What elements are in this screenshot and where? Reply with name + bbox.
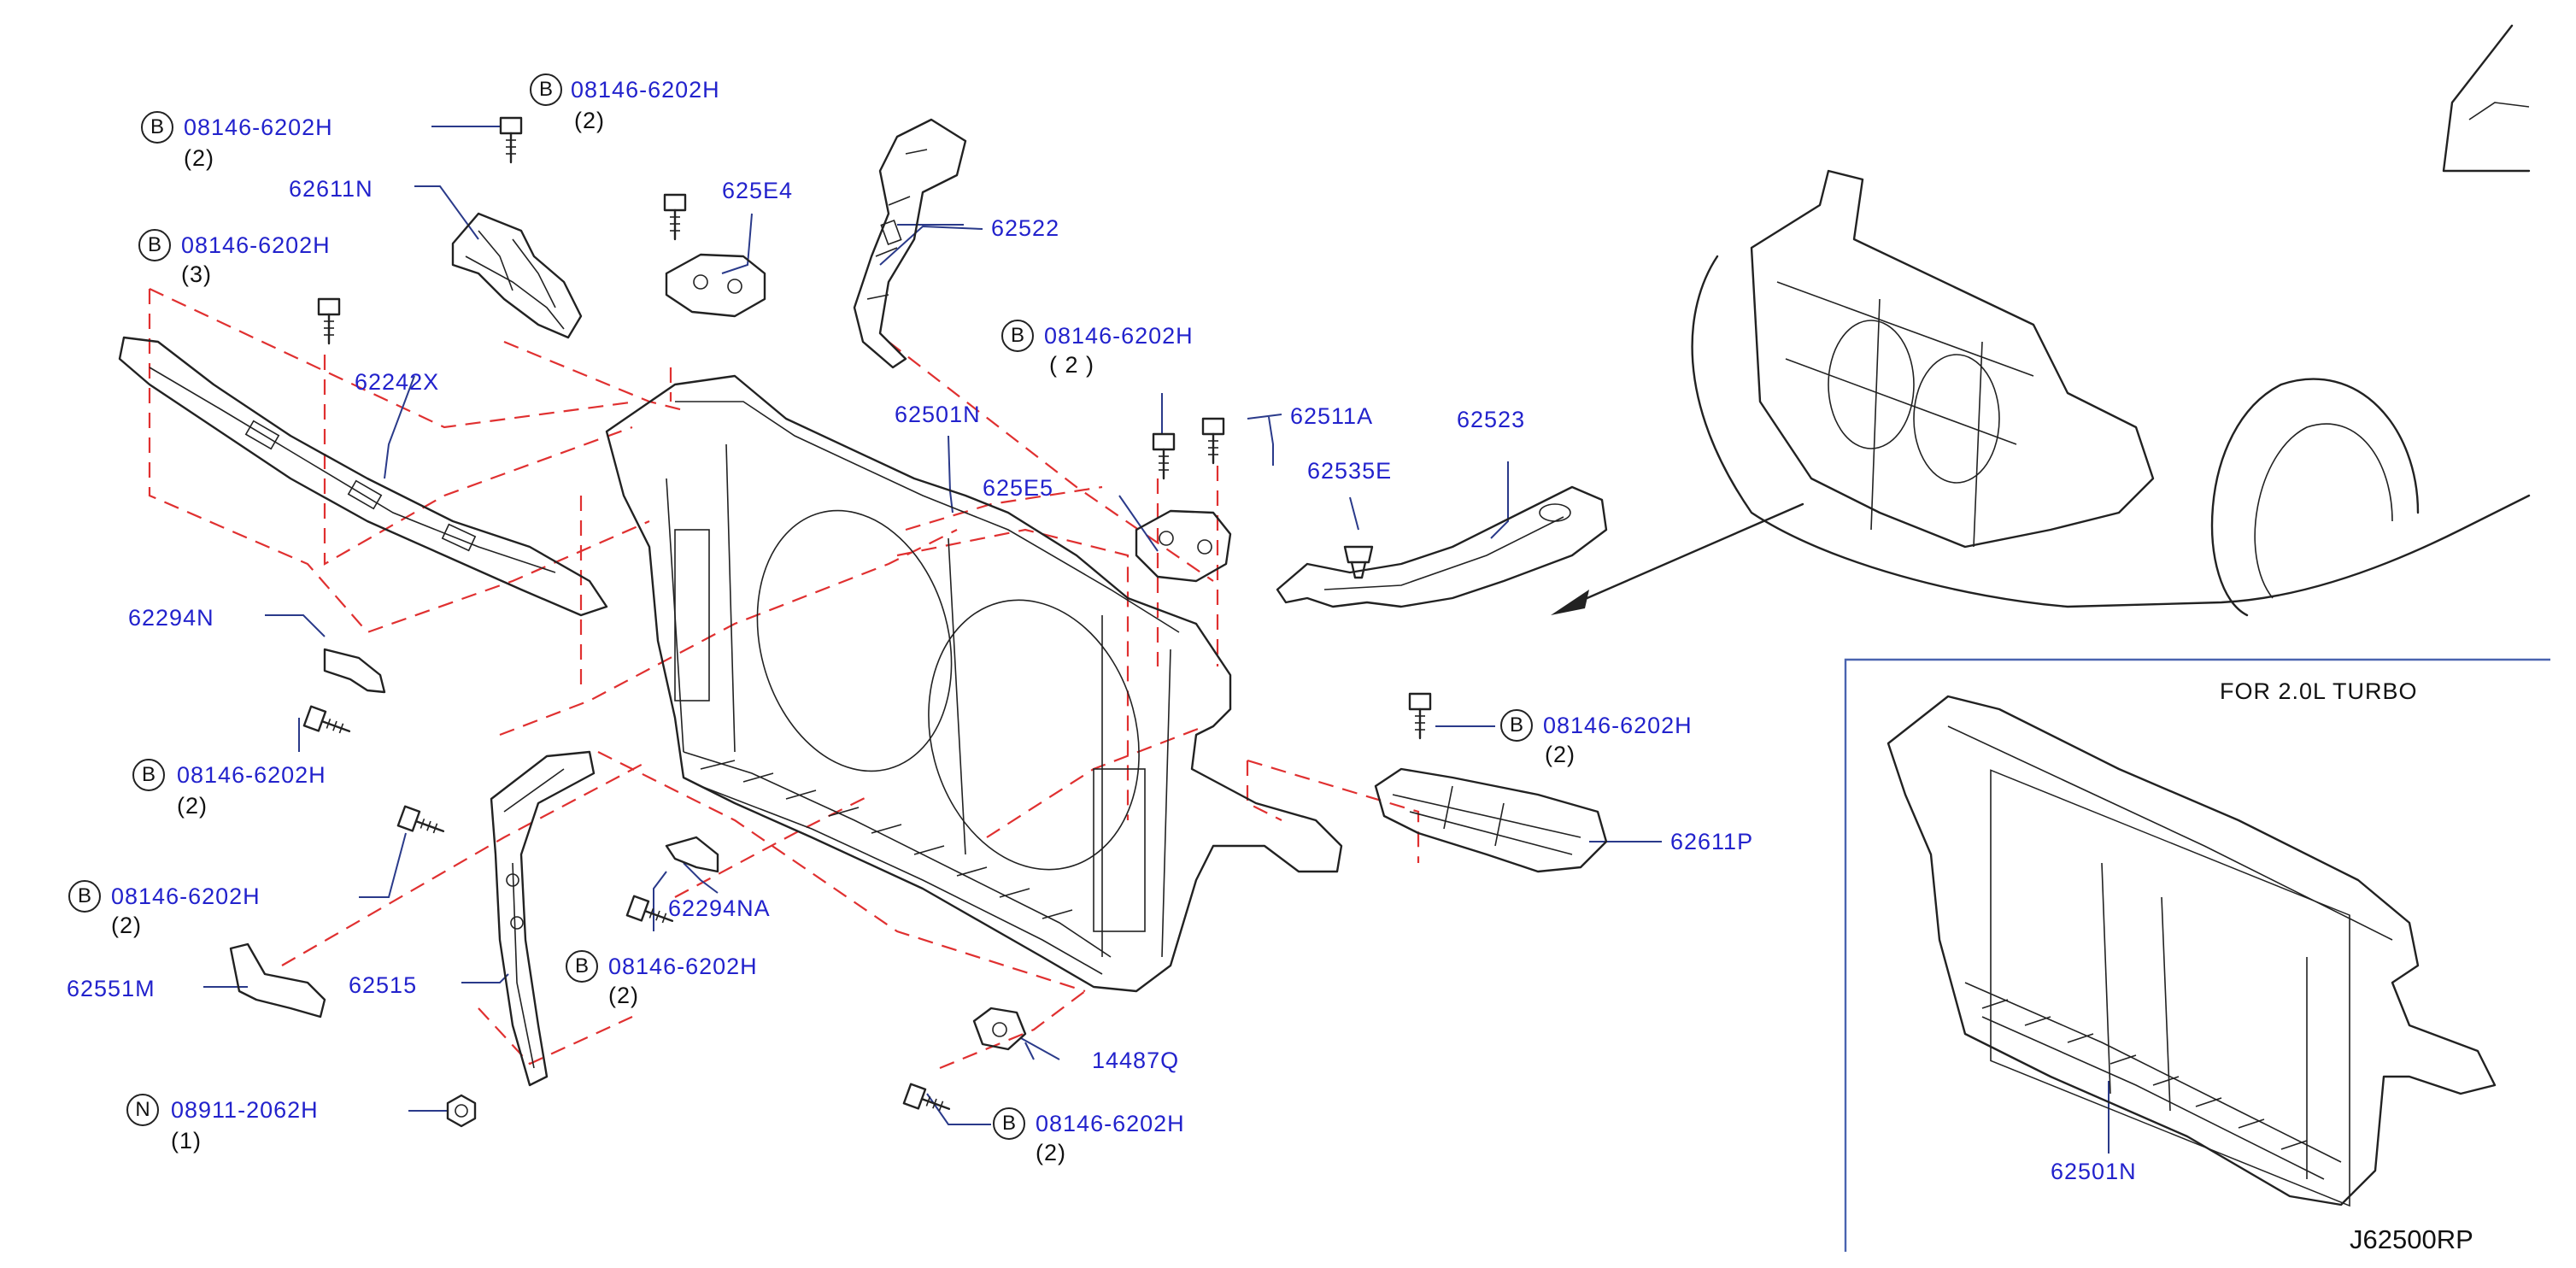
inset-title: FOR 2.0L TURBO <box>2220 678 2418 704</box>
bracket-62611P <box>1374 767 1608 873</box>
nut-badge-icon: N <box>126 1094 159 1126</box>
bolt-badge-icon: B <box>1500 709 1533 742</box>
label-62523: 62523 <box>1457 407 1526 432</box>
bolt-icon <box>317 297 341 345</box>
bolt-part-number: 08146-6202H <box>608 954 758 979</box>
bolt-part-number: 08146-6202H <box>111 883 261 909</box>
bolt-quantity: (2) <box>1545 742 1576 767</box>
stay-62523 <box>1276 485 1608 608</box>
bolt-part-number: 08146-6202H <box>1036 1111 1185 1136</box>
label-62501N-inset: 62501N <box>2051 1159 2137 1184</box>
bolt-quantity: (2) <box>1036 1140 1066 1165</box>
nut-quantity: (1) <box>171 1128 202 1154</box>
bolt-part-number: 08146-6202H <box>181 232 331 258</box>
bracket-62294N <box>323 648 386 694</box>
bolt-icon <box>1201 417 1225 465</box>
bolt-badge-icon: B <box>1001 320 1034 352</box>
bolt-quantity: (2) <box>184 145 214 171</box>
bolt-badge-icon: B <box>132 759 165 791</box>
bracket-62294NA <box>665 836 719 873</box>
label-62551M: 62551M <box>67 976 155 1001</box>
radiator-core-support-62501N <box>605 374 1343 993</box>
plate-625E5 <box>1135 509 1232 583</box>
label-62242X: 62242X <box>355 369 440 395</box>
label-62535E: 62535E <box>1307 458 1393 484</box>
plate-625E4 <box>665 253 766 318</box>
stay-62522 <box>853 118 967 369</box>
label-625E4: 625E4 <box>722 178 794 203</box>
label-62294NA: 62294NA <box>668 895 771 921</box>
bolt-quantity: (2) <box>111 913 142 938</box>
bolt-icon <box>499 116 523 164</box>
diagram-code: J62500RP <box>2350 1224 2473 1254</box>
bolt-quantity: (2) <box>608 983 639 1008</box>
bolts <box>302 116 1432 1128</box>
label-62515: 62515 <box>349 972 418 998</box>
bolt-icon <box>625 895 674 924</box>
bolt-quantity: (3) <box>181 261 212 287</box>
bolt-part-number: 08146-6202H <box>1044 323 1194 349</box>
label-62294N: 62294N <box>128 605 214 631</box>
bolt-badge-icon: B <box>993 1107 1025 1140</box>
bracket-62611N <box>451 212 583 339</box>
bolt-icon <box>302 705 351 734</box>
bolt-badge-icon: B <box>68 880 101 913</box>
bolt-part-number: 08146-6202H <box>1543 713 1693 738</box>
bolt-icon <box>902 1083 951 1112</box>
assembly-guide-lines <box>148 288 1420 1070</box>
clip-icon <box>1343 545 1374 579</box>
bolt-badge-icon: B <box>138 229 171 261</box>
bolt-badge-icon: B <box>530 73 562 106</box>
bolt-quantity: (2) <box>574 108 605 133</box>
label-625E5: 625E5 <box>983 475 1054 501</box>
bolt-quantity: ( 2 ) <box>1049 352 1095 378</box>
label-62611N: 62611N <box>289 176 373 202</box>
stay-62515 <box>490 750 596 1087</box>
inset-turbo-variant <box>1844 658 2550 1252</box>
bolt-badge-icon: B <box>141 111 173 144</box>
bracket-62551M <box>229 942 326 1019</box>
bolt-icon <box>1152 432 1176 480</box>
label-62501N: 62501N <box>895 402 981 427</box>
bolt-part-number: 08146-6202H <box>177 762 326 788</box>
bolt-badge-icon: B <box>566 950 598 983</box>
bracket-14487Q <box>972 1007 1027 1051</box>
bolt-quantity: (2) <box>177 793 208 819</box>
label-62511A: 62511A <box>1290 403 1374 429</box>
bolt-part-number: 08146-6202H <box>184 114 333 140</box>
bolt-icon <box>1408 692 1432 740</box>
bolt-icon <box>663 193 687 241</box>
leader-lines <box>203 126 2110 1154</box>
label-62522: 62522 <box>991 215 1060 241</box>
nut-icon <box>446 1094 477 1128</box>
vehicle-location-illustration <box>1551 24 2531 617</box>
bolt-icon <box>396 805 445 834</box>
bolt-part-number: 08146-6202H <box>571 77 720 103</box>
label-62611P: 62611P <box>1670 829 1754 854</box>
support-62242X <box>118 336 608 617</box>
label-14487Q: 14487Q <box>1092 1048 1180 1073</box>
nut-part-number: 08911-2062H <box>171 1097 319 1123</box>
